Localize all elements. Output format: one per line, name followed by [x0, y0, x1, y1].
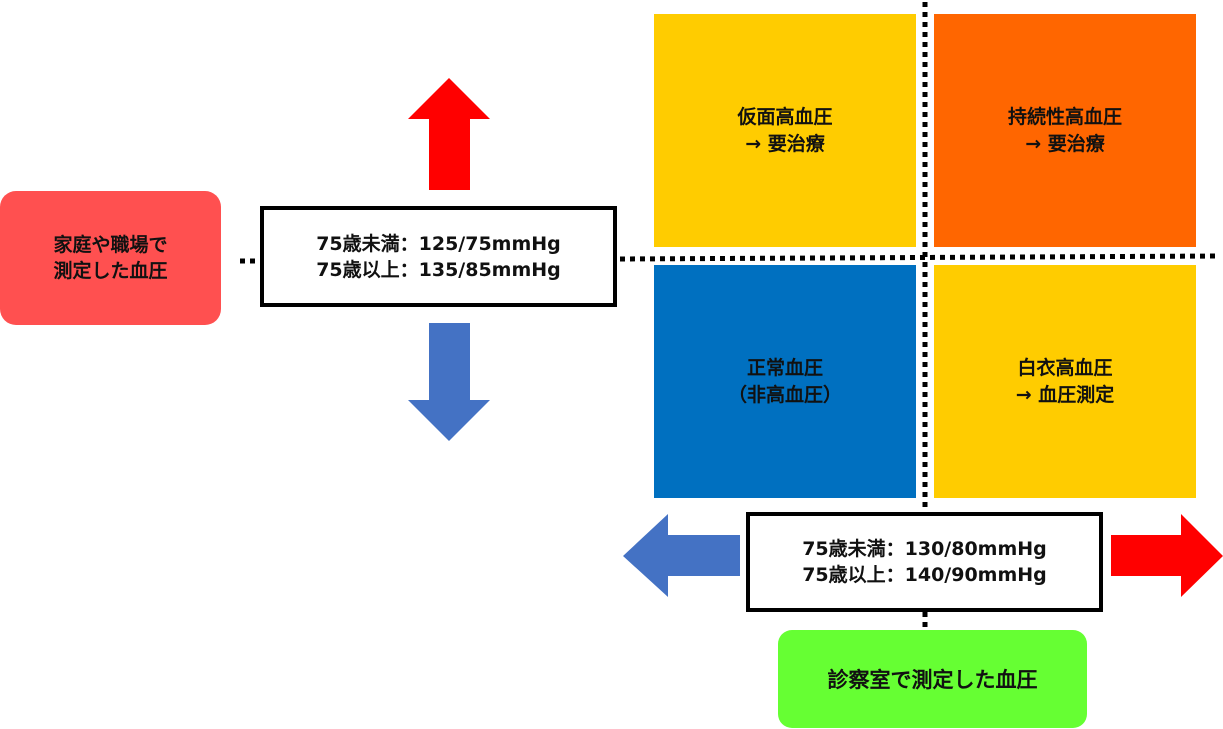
home-bp-label: 家庭や職場で 測定した血圧 — [0, 191, 221, 325]
office-bp-label: 診察室で測定した血圧 — [778, 630, 1087, 728]
quadrant-note: → 血圧測定 — [1015, 383, 1115, 406]
quadrant-masked-hypertension: 仮面高血圧 → 要治療 — [654, 14, 916, 247]
quadrant-note: → 要治療 — [1025, 132, 1105, 155]
home-threshold-under75: 75歳未満：125/75mmHg — [316, 232, 561, 255]
office-threshold-over75: 75歳以上：140/90mmHg — [802, 564, 1047, 586]
office-threshold-under75: 75歳未満：130/80mmHg — [802, 538, 1047, 560]
quadrant-title: 仮面高血圧 — [737, 105, 833, 128]
quadrant-title: 白衣高血圧 — [1017, 356, 1113, 379]
office-bp-label-text: 診察室で測定した血圧 — [827, 668, 1038, 692]
arrow-up-icon — [408, 78, 490, 190]
horizontal-divider-right — [619, 253, 1219, 262]
home-bp-label-line1: 家庭や職場で — [53, 234, 168, 256]
quadrant-note: → 要治療 — [745, 132, 825, 155]
arrow-right-icon — [1111, 514, 1223, 597]
arrow-left-icon — [623, 514, 740, 597]
office-bp-threshold-box: 75歳未満：130/80mmHg 75歳以上：140/90mmHg — [746, 512, 1103, 612]
home-bp-threshold-box: 75歳未満：125/75mmHg 75歳以上：135/85mmHg — [260, 206, 617, 307]
quadrant-note: （非高血圧） — [727, 383, 842, 406]
quadrant-title: 持続性高血圧 — [1007, 105, 1122, 128]
home-threshold-over75: 75歳以上：135/85mmHg — [316, 258, 561, 281]
home-bp-label-line2: 測定した血圧 — [53, 260, 168, 282]
quadrant-white-coat-hypertension: 白衣高血圧 → 血圧測定 — [934, 265, 1196, 498]
quadrant-sustained-hypertension: 持続性高血圧 → 要治療 — [934, 14, 1196, 247]
quadrant-normal-bp: 正常血圧 （非高血圧） — [654, 265, 916, 498]
quadrant-title: 正常血圧 — [746, 356, 823, 379]
arrow-down-icon — [408, 323, 490, 441]
